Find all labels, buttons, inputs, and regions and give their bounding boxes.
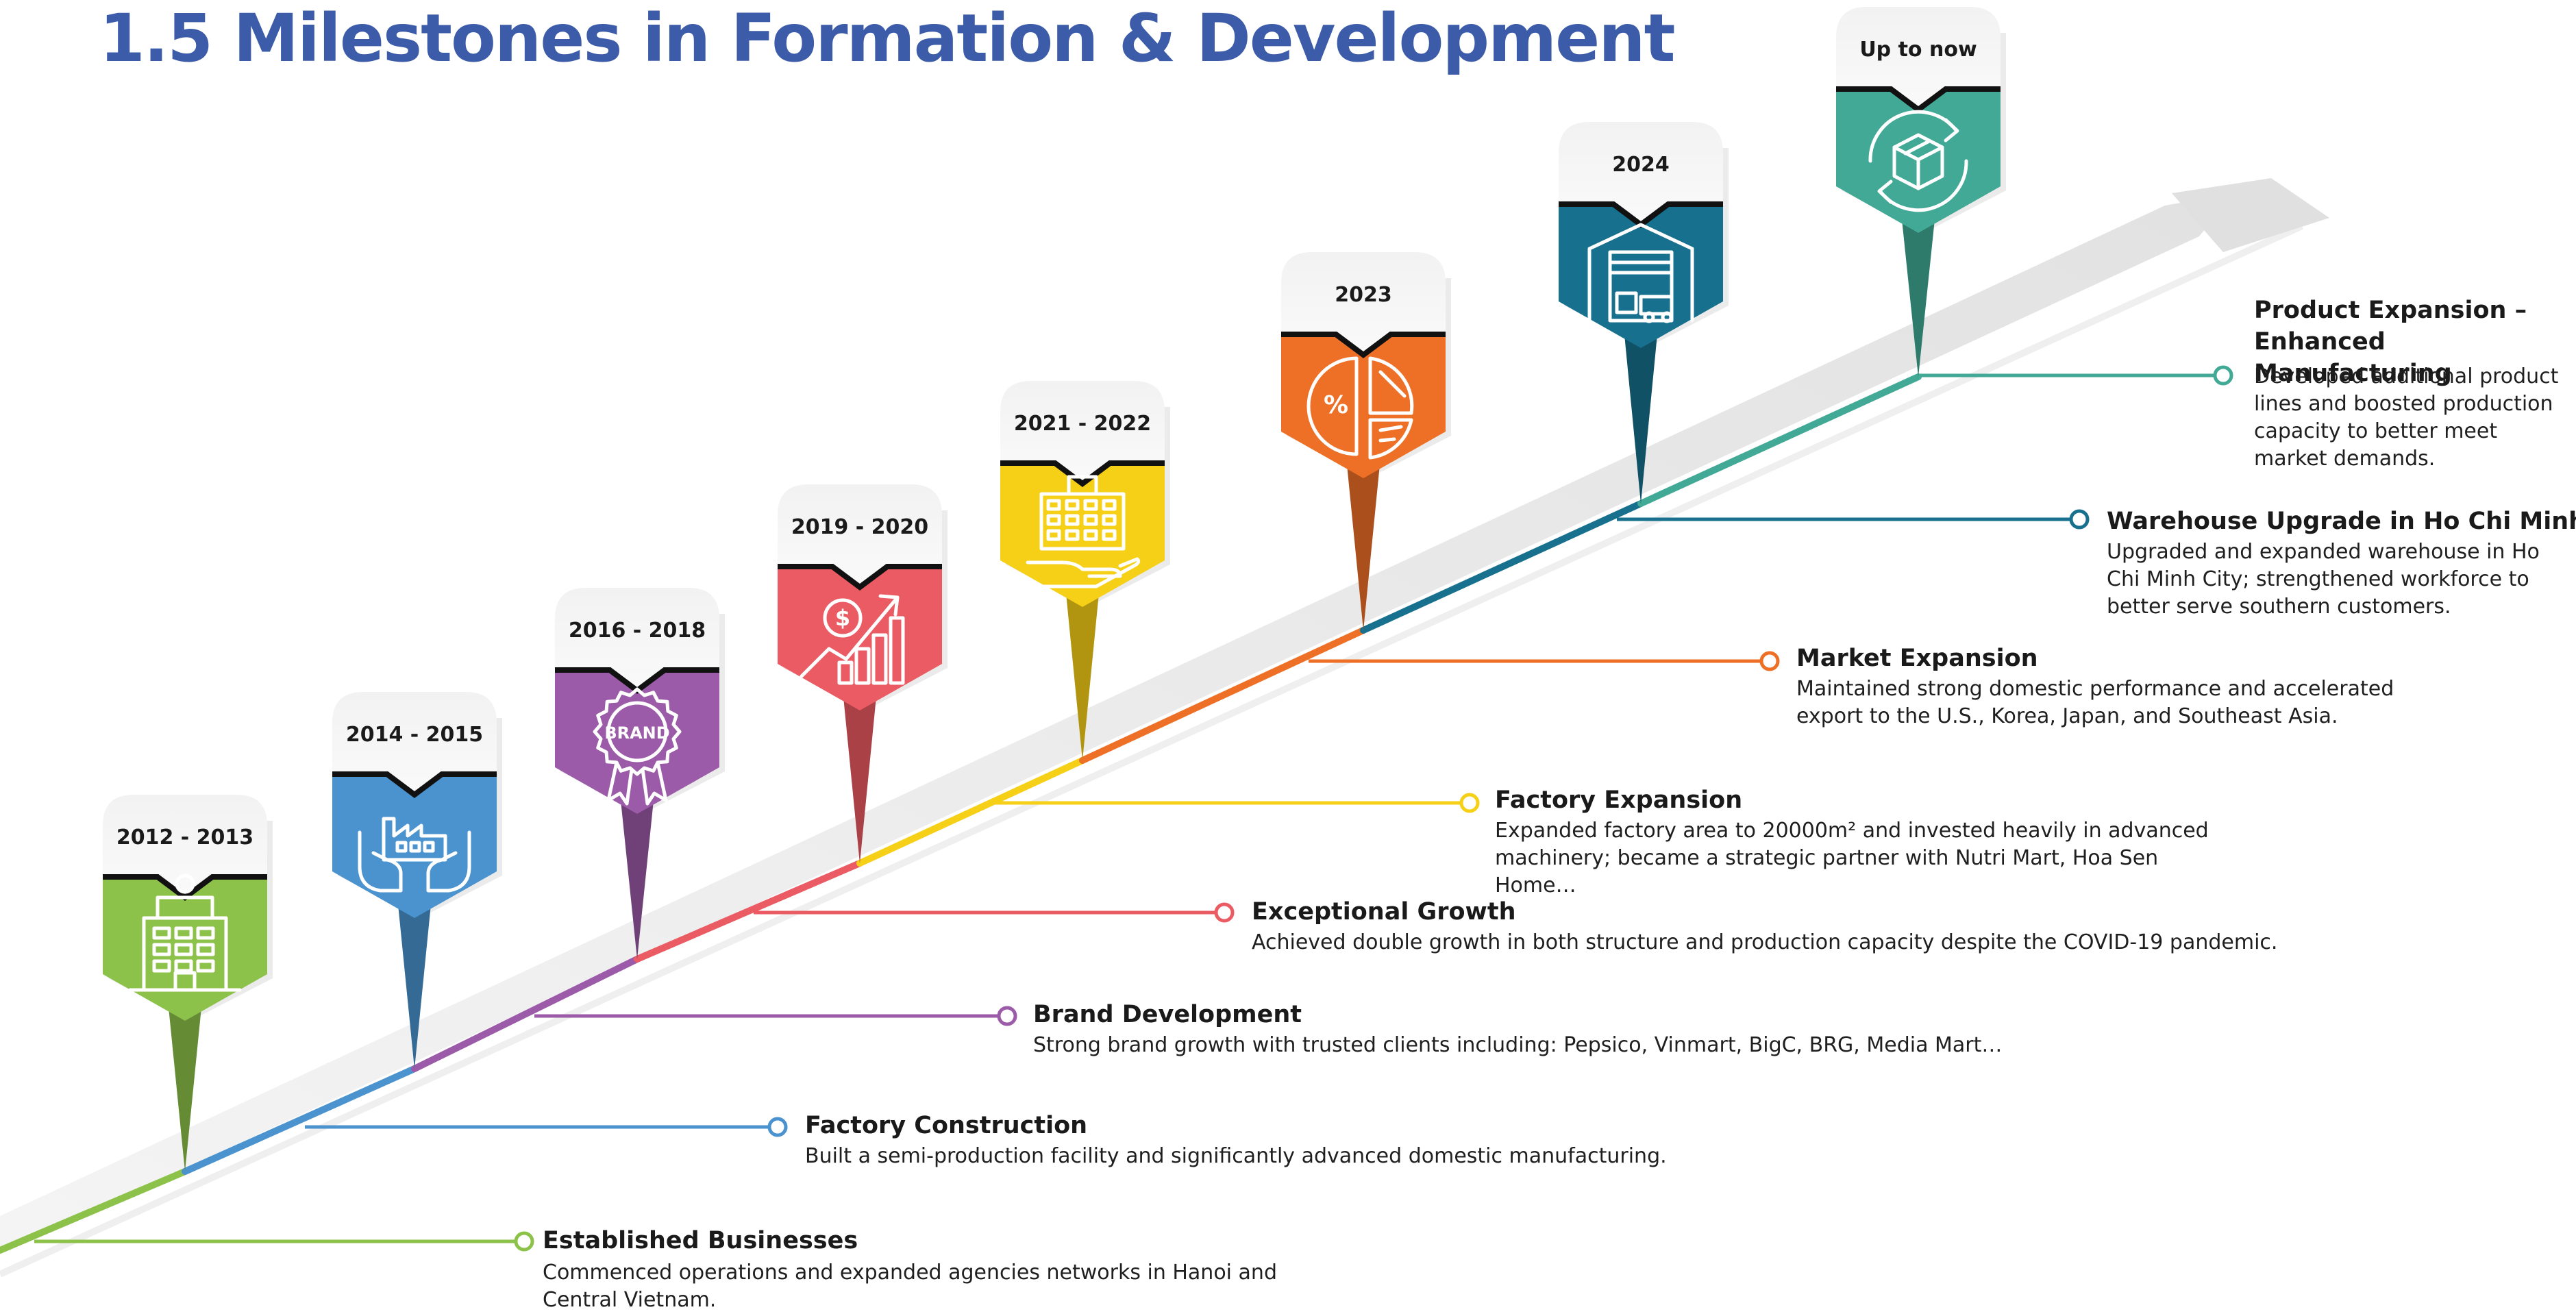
connector-dot-8	[2213, 365, 2233, 386]
milestone-pin-8: Up to now	[1836, 7, 2006, 377]
pin-body	[555, 670, 719, 814]
pin-pointer	[398, 904, 431, 1069]
pin-divider	[1000, 460, 1165, 487]
svg-text:%: %	[1324, 391, 1348, 419]
pin-head	[1281, 252, 1446, 355]
pin-pointer	[1624, 334, 1657, 504]
milestone-heading: Brand Development	[1033, 1001, 1302, 1028]
page-title: 1.5 Milestones in Formation & Developmen…	[99, 0, 1675, 77]
svg-text:$: $	[835, 605, 850, 631]
milestone-description: Developed additional product lines and b…	[2254, 364, 2559, 471]
pin-divider	[332, 771, 497, 798]
pin-pointer	[1347, 464, 1380, 630]
pin-divider	[1281, 332, 1446, 358]
pin-divider	[1836, 86, 2001, 113]
pin-body	[1559, 204, 1723, 348]
timeline-segment-2	[182, 1065, 418, 1175]
pin-head	[103, 795, 267, 897]
office-building-icon	[128, 873, 242, 992]
milestone-description: Upgraded and expanded warehouse in Ho Ch…	[2107, 540, 2540, 619]
factory-in-hands-icon	[358, 817, 471, 893]
pin-head	[332, 692, 497, 795]
timeline-band	[0, 193, 2235, 1254]
timeline-segment-5	[856, 757, 1086, 867]
pin-head	[1000, 381, 1165, 484]
growth-chart-icon: $	[800, 594, 905, 685]
pin-divider	[778, 564, 942, 591]
timeline-segment-7	[1360, 500, 1644, 634]
period-label: 2021 - 2022	[1014, 412, 1151, 436]
milestone-description: Built a semi-production facility and sig…	[805, 1144, 1667, 1168]
milestone-pin-4: 2019 - 2020 $	[778, 484, 948, 863]
milestone-heading: Exceptional Growth	[1252, 898, 1516, 926]
milestone-description: Expanded factory area to 20000m² and inv…	[1495, 819, 2209, 897]
period-label: 2012 - 2013	[116, 826, 253, 850]
timeline-segment-3	[411, 956, 641, 1072]
pin-head	[555, 588, 719, 691]
pin-head	[1559, 122, 1723, 225]
period-label: Up to now	[1859, 38, 1977, 62]
period-label: 2014 - 2015	[346, 723, 483, 747]
milestone-description: Maintained strong domestic performance a…	[1796, 677, 2394, 728]
milestone-heading: Factory Expansion	[1495, 786, 1743, 814]
pin-head	[778, 484, 942, 587]
timeline-segment-8	[1637, 373, 1922, 507]
period-label: 2023	[1335, 283, 1392, 307]
period-label: 2024	[1612, 153, 1670, 177]
pin-body	[332, 774, 497, 918]
brand-badge-icon: BRAND	[593, 687, 682, 806]
box-cycle-icon	[1868, 110, 1968, 212]
pin-body	[778, 567, 942, 710]
milestone-description: Strong brand growth with trusted clients…	[1033, 1033, 2003, 1057]
milestone-heading: Established Businesses	[543, 1227, 858, 1254]
milestone-heading: Product Expansion – Enhanced Manufacturi…	[2254, 297, 2527, 387]
milestone-pin-7: 2024	[1559, 122, 1729, 504]
pin-pointer	[169, 1007, 201, 1172]
milestone-pin-6: 2023%	[1281, 252, 1451, 630]
connector-dot-4	[1214, 902, 1235, 923]
connector-dot-7	[2069, 509, 2090, 530]
connector-dot-2	[767, 1117, 788, 1137]
warehouse-icon	[1587, 223, 1694, 323]
building-in-hand-icon	[1026, 475, 1141, 588]
milestone-description: Achieved double growth in both structure…	[1252, 930, 2278, 954]
milestone-pin-2: 2014 - 2015	[332, 692, 502, 1069]
pin-pointer	[621, 800, 654, 959]
pin-head	[1836, 7, 2001, 110]
connector-dot-5	[1459, 793, 1480, 813]
svg-text:BRAND: BRAND	[604, 723, 669, 743]
milestone-heading: Factory Construction	[805, 1112, 1088, 1139]
pin-pointer	[1902, 219, 1935, 377]
connector-dot-3	[997, 1006, 1017, 1026]
connector-dot-1	[514, 1231, 534, 1252]
milestone-description: Commenced operations and expanded agenci…	[543, 1261, 1277, 1312]
timeline-segment-4	[634, 860, 863, 963]
milestone-pin-5: 2021 - 2022	[1000, 381, 1170, 760]
timeline-segment-1	[0, 1168, 188, 1254]
milestone-heading: Market Expansion	[1796, 645, 2038, 672]
arrow-head-icon	[2172, 178, 2329, 252]
milestone-heading: Warehouse Upgrade in Ho Chi Minh	[2107, 508, 2576, 535]
period-label: 2016 - 2018	[569, 619, 706, 643]
connector-dot-6	[1759, 651, 1780, 671]
pin-pointer	[1066, 593, 1099, 760]
pin-pointer	[843, 697, 876, 863]
period-label: 2019 - 2020	[791, 515, 928, 539]
timeline-backdrop	[0, 178, 2329, 1278]
timeline-segment-6	[1079, 627, 1367, 764]
pie-chart-icon: %	[1306, 356, 1414, 460]
milestone-pin-1: 2012 - 2013	[103, 795, 273, 1172]
